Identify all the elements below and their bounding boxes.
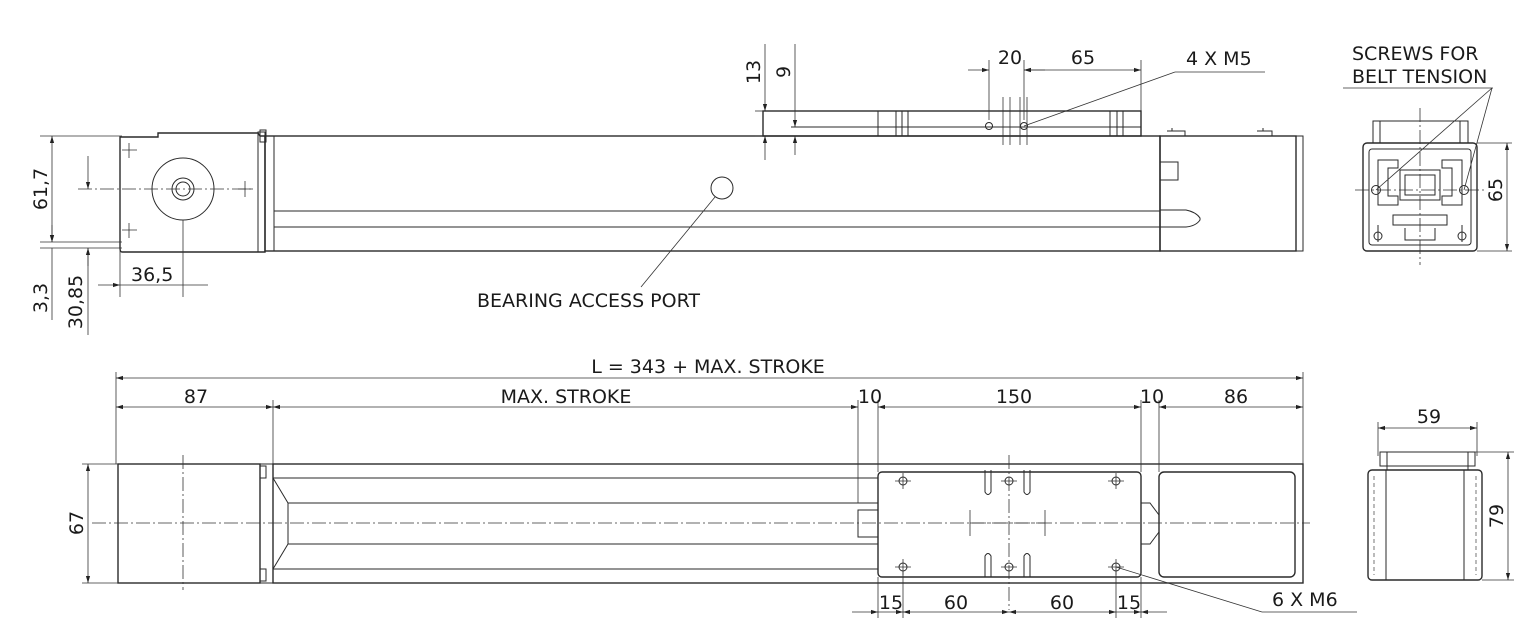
- top-carriage: [877, 471, 1142, 578]
- dim-max-stroke: MAX. STROKE: [501, 386, 632, 408]
- dim-79: 79: [1486, 504, 1508, 528]
- side-carriage: [762, 110, 1142, 137]
- dim-60-left: 60: [944, 592, 968, 614]
- dim-36-5: 36,5: [131, 264, 173, 286]
- dim-65-end: 65: [1485, 178, 1507, 202]
- dim-87: 87: [184, 386, 208, 408]
- dim-65-top: 65: [1071, 47, 1095, 69]
- dim-30-85: 30,85: [65, 275, 87, 329]
- bearing-access-port: [710, 176, 734, 200]
- top-idler-end: [1158, 471, 1296, 578]
- dim-9: 9: [773, 66, 795, 78]
- top-view: L = 343 + MAX. STROKE 87 MAX. STROKE 10 …: [66, 356, 1357, 618]
- side-motor-plate: [257, 131, 266, 253]
- top-motor-block: [117, 463, 261, 584]
- dim-59: 59: [1417, 406, 1441, 428]
- dim-67: 67: [66, 511, 88, 535]
- dim-15-right: 15: [1117, 592, 1141, 614]
- side-idler-end: [1159, 135, 1297, 252]
- side-motor-block: [119, 132, 266, 253]
- dim-86: 86: [1224, 386, 1248, 408]
- label-6xm6: 6 X M6: [1272, 589, 1338, 611]
- dim-15-left: 15: [879, 592, 903, 614]
- dim-total-length: L = 343 + MAX. STROKE: [591, 356, 825, 378]
- dim-13: 13: [743, 60, 765, 84]
- end-view-bottom: 59 79: [1367, 406, 1514, 581]
- top-profile-body: [272, 463, 1304, 584]
- end-bottom-profile: [1367, 469, 1483, 581]
- side-view: BEARING ACCESS PORT 61,7 3,3 30,85 36,5 …: [30, 44, 1304, 335]
- label-4xm5: 4 X M5: [1186, 48, 1252, 70]
- end-view-top: SCREWS FOR BELT TENSION 65: [1343, 43, 1512, 265]
- label-screws-line2: BELT TENSION: [1352, 66, 1487, 88]
- dim-60-right: 60: [1050, 592, 1074, 614]
- dim-3-3: 3,3: [30, 283, 52, 313]
- dim-10-right: 10: [1140, 386, 1164, 408]
- label-screws-line1: SCREWS FOR: [1352, 43, 1479, 65]
- dim-61-7: 61,7: [30, 168, 52, 210]
- dim-150: 150: [996, 386, 1032, 408]
- dim-20: 20: [998, 47, 1022, 69]
- label-bearing-access-port: BEARING ACCESS PORT: [477, 290, 700, 312]
- carriage-holes: [895, 470, 1124, 577]
- dim-10-left: 10: [858, 386, 882, 408]
